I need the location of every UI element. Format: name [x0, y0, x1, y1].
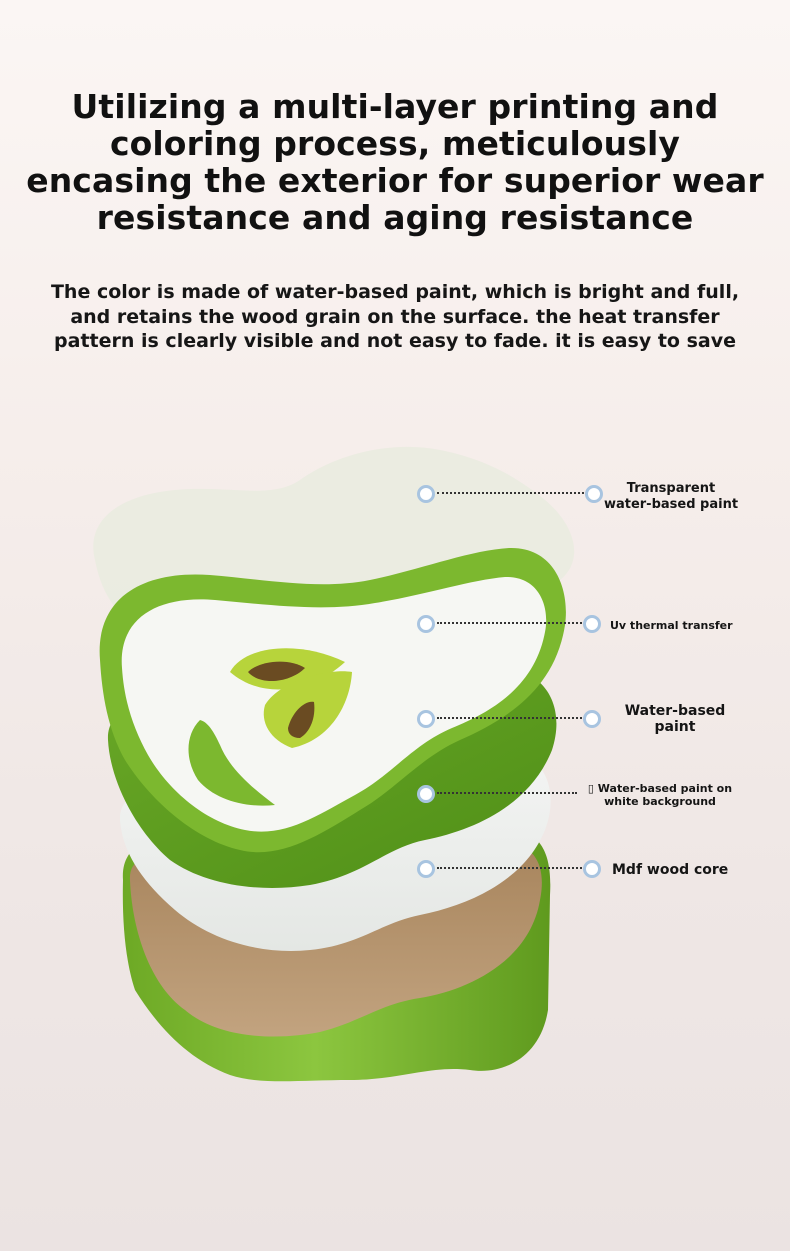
callout-label-uv: Uv thermal transfer [610, 619, 733, 632]
seed-right [288, 701, 315, 738]
callout-label-transparent: Transparent water-based paint [600, 481, 742, 513]
callout-dot-mdf-right [583, 860, 601, 878]
description-line-3: pattern is clearly visible and not easy … [54, 330, 736, 352]
callout-line-white [437, 792, 577, 794]
description-line-2: and retains the wood grain on the surfac… [70, 305, 720, 328]
callout-dot-mdf-left [417, 860, 435, 878]
callout-water-line-2: paint [654, 719, 696, 735]
headline-line-4: resistance and aging resistance [96, 198, 694, 237]
callout-line-mdf [437, 867, 582, 869]
callout-dot-white-left [417, 785, 435, 803]
callout-line-water [437, 717, 582, 719]
callout-dot-transparent-right [585, 485, 603, 503]
callout-white-line-1: ▯ Water-based paint on [587, 782, 733, 795]
description: The color is made of water-based paint, … [0, 280, 790, 354]
callout-transparent-line-2: water-based paint [603, 497, 739, 512]
callout-label-water: Water-based paint [610, 703, 740, 735]
pear-notch [188, 720, 275, 806]
seed-left [248, 661, 305, 682]
callout-dot-uv-left [417, 615, 435, 633]
callout-label-white: ▯ Water-based paint on white background [585, 782, 735, 808]
callout-dot-water-left [417, 710, 435, 728]
callout-white-line-2: white background [604, 795, 716, 808]
callout-line-uv [437, 622, 582, 624]
headline-line-3: encasing the exterior for superior wear [26, 161, 764, 200]
headline-line-2: coloring process, meticulously [109, 124, 681, 163]
callout-dot-uv-right [583, 615, 601, 633]
callout-label-mdf: Mdf wood core [612, 862, 729, 878]
callout-dot-transparent-left [417, 485, 435, 503]
headline-line-1: Utilizing a multi-layer printing and [71, 87, 719, 126]
callout-dot-water-right [583, 710, 601, 728]
description-line-1: The color is made of water-based paint, … [50, 281, 740, 303]
callout-transparent-line-1: Transparent [626, 481, 716, 496]
headline: Utilizing a multi-layer printing and col… [0, 88, 790, 236]
callout-water-line-1: Water-based [624, 703, 726, 719]
callout-line-transparent [437, 492, 584, 494]
